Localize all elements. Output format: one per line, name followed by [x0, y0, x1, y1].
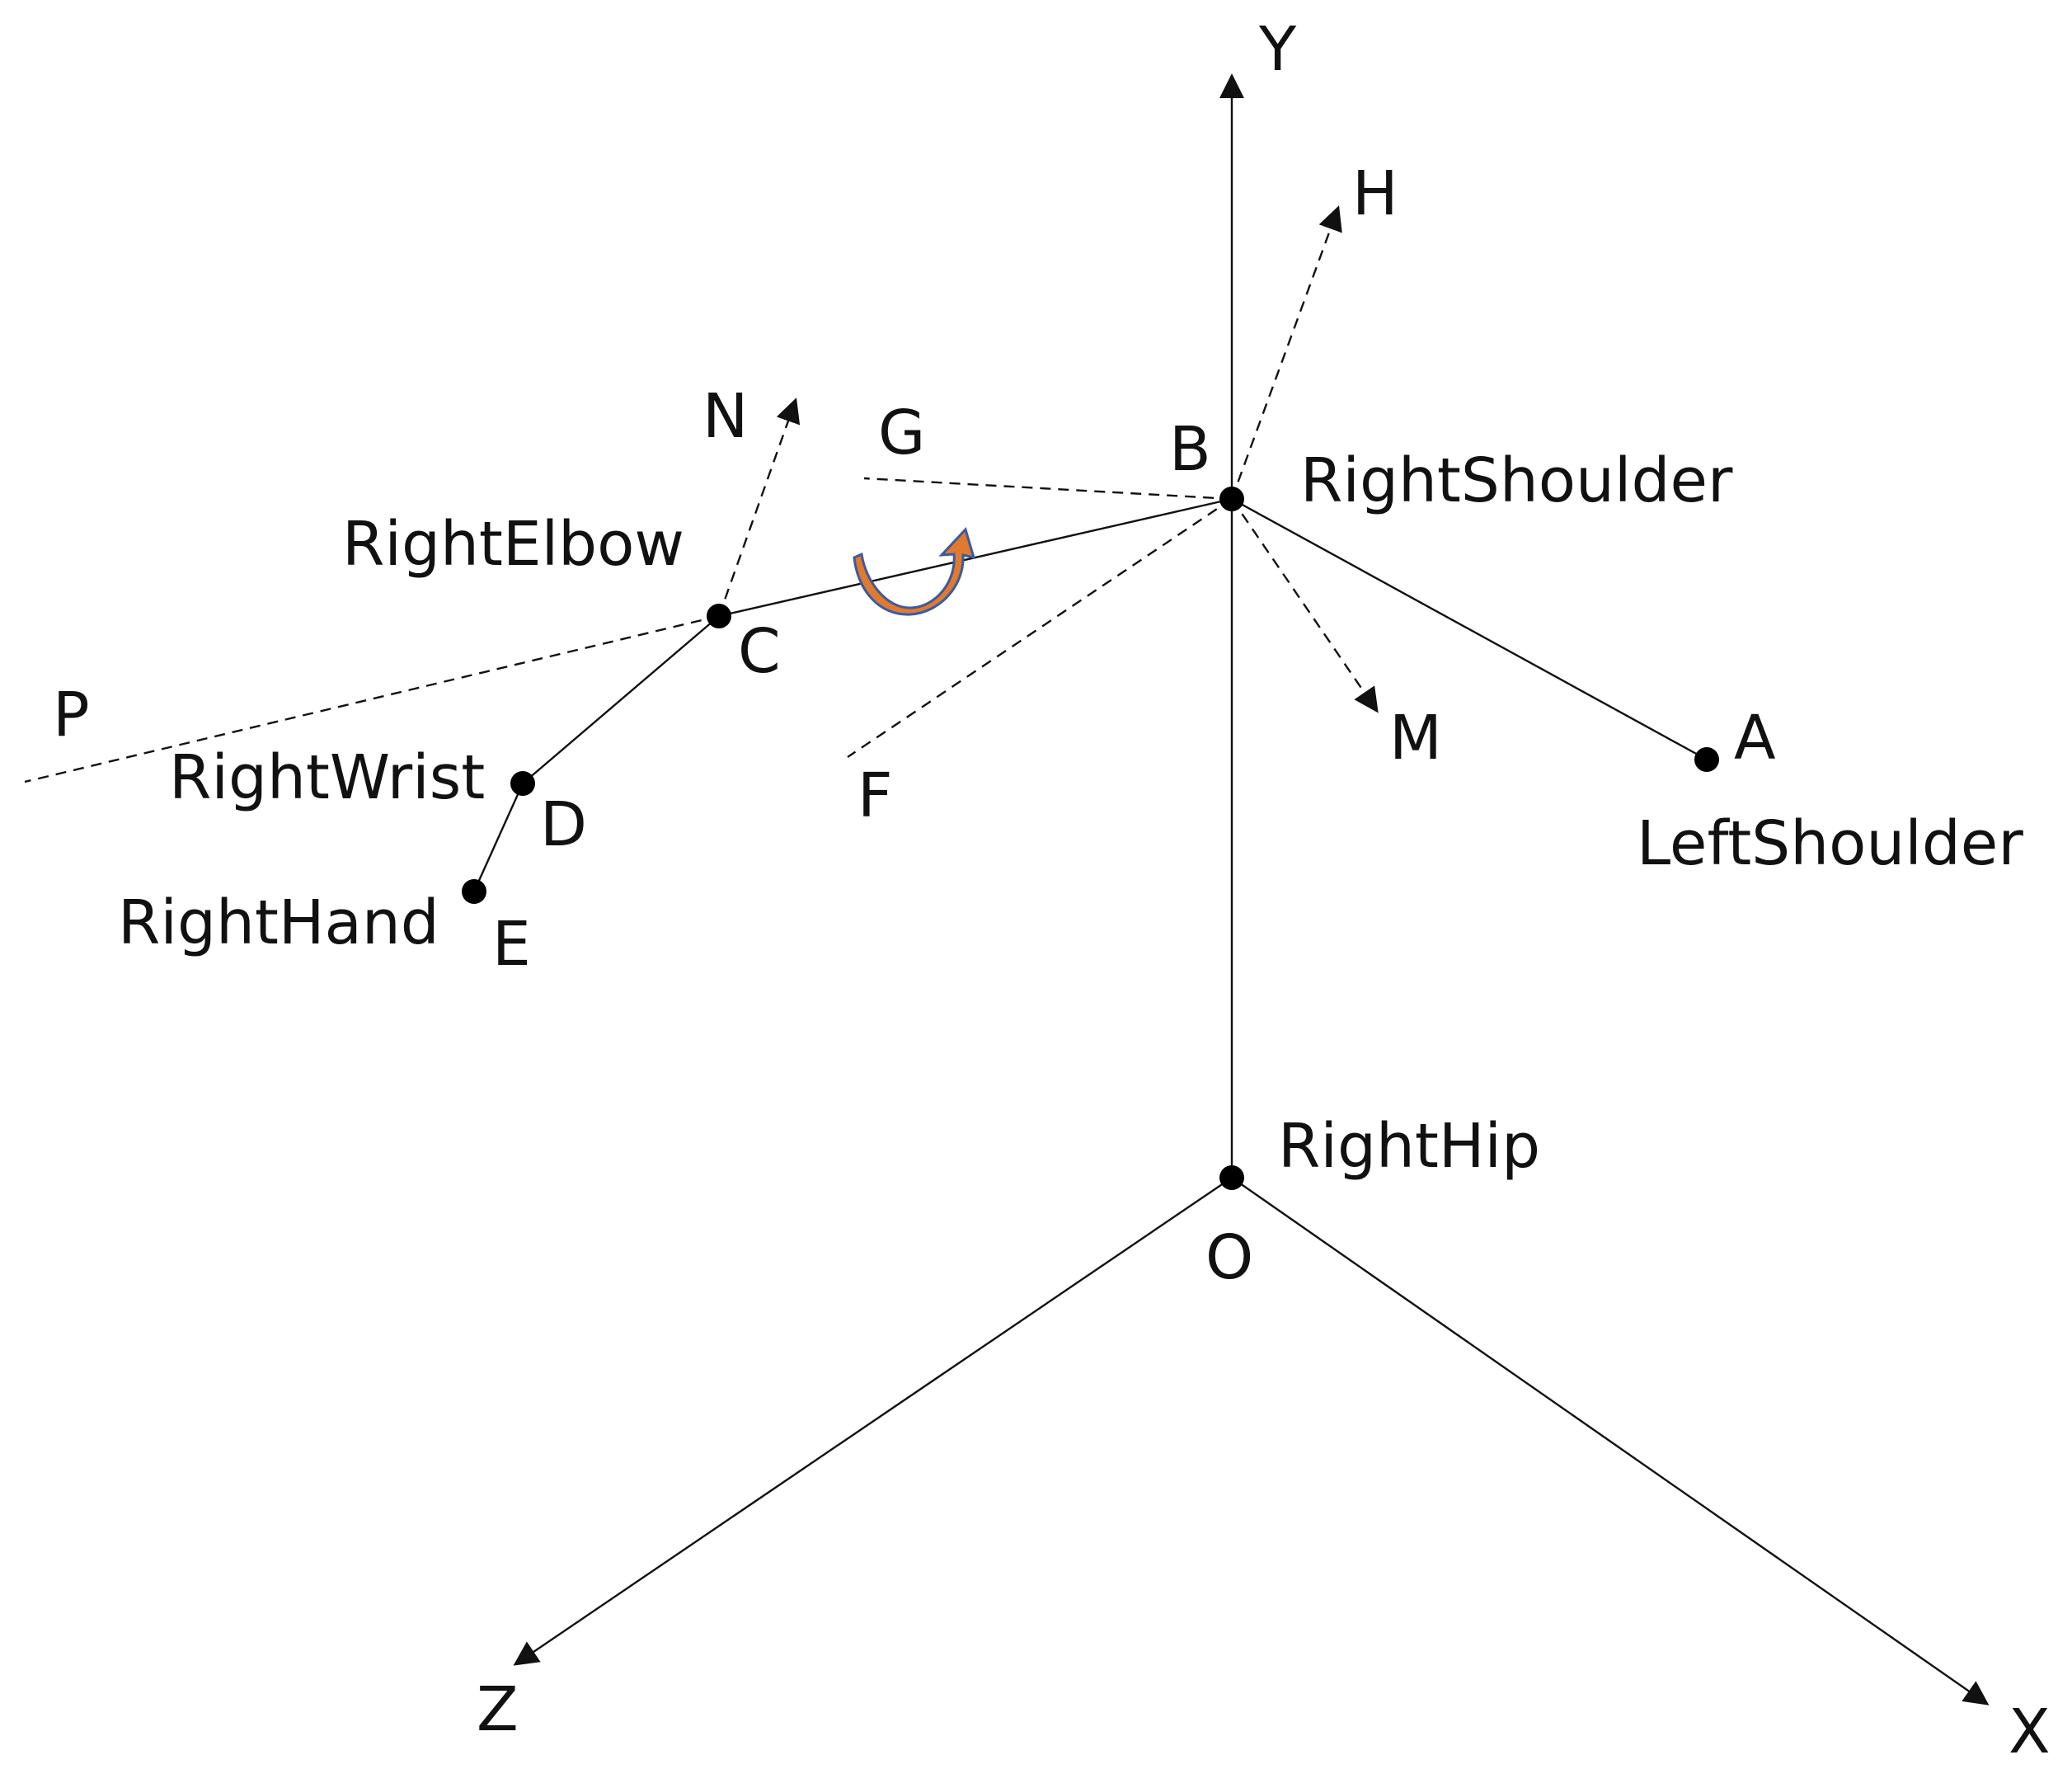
x-axis [1231, 1177, 1990, 1705]
point-c-label: C [738, 616, 781, 687]
right-elbow-label: RightElbow [342, 509, 684, 580]
z-axis-label: Z [477, 1674, 519, 1745]
right-hand-joint [462, 879, 486, 904]
upper-arm-segment [718, 497, 1233, 618]
point-d-label: D [540, 789, 587, 860]
point-e-label: E [492, 909, 531, 980]
curved-rotation-arrow-icon [853, 527, 976, 616]
point-b-label: B [1169, 414, 1211, 485]
point-a-label: A [1734, 703, 1776, 774]
cp-dashed-line [24, 614, 720, 783]
point-n-label: N [702, 381, 748, 452]
point-o-label: O [1205, 1222, 1253, 1293]
right-wrist-label: RightWrist [169, 742, 485, 813]
point-p-label: P [53, 680, 90, 750]
right-hand-label: RightHand [118, 887, 439, 958]
right-shoulder-joint [1219, 487, 1244, 511]
point-h-label: H [1352, 158, 1398, 229]
right-wrist-joint [510, 771, 535, 796]
right-hip-label: RightHip [1278, 1111, 1540, 1182]
cn-dashed-vector [717, 398, 801, 617]
point-g-label: G [878, 398, 925, 468]
bg-dashed-line [863, 477, 1233, 501]
right-hip-joint [1219, 1165, 1244, 1190]
shoulder-to-left-shoulder-segment [1231, 497, 1708, 761]
right-elbow-joint [707, 604, 731, 628]
point-m-label: M [1389, 703, 1442, 774]
bf-dashed-line [847, 498, 1233, 758]
bh-dashed-vector [1230, 205, 1342, 500]
left-shoulder-label: LeftShoulder [1637, 808, 2023, 879]
y-axis-label: Y [1258, 14, 1297, 85]
z-axis [513, 1177, 1233, 1666]
point-f-label: F [857, 760, 893, 831]
x-axis-label: X [2009, 1696, 2051, 1767]
right-shoulder-label: RightShoulder [1300, 445, 1733, 516]
hand-segment [472, 783, 524, 892]
left-shoulder-joint [1694, 747, 1719, 772]
bm-dashed-vector [1231, 498, 1379, 713]
forearm-segment [522, 615, 720, 784]
